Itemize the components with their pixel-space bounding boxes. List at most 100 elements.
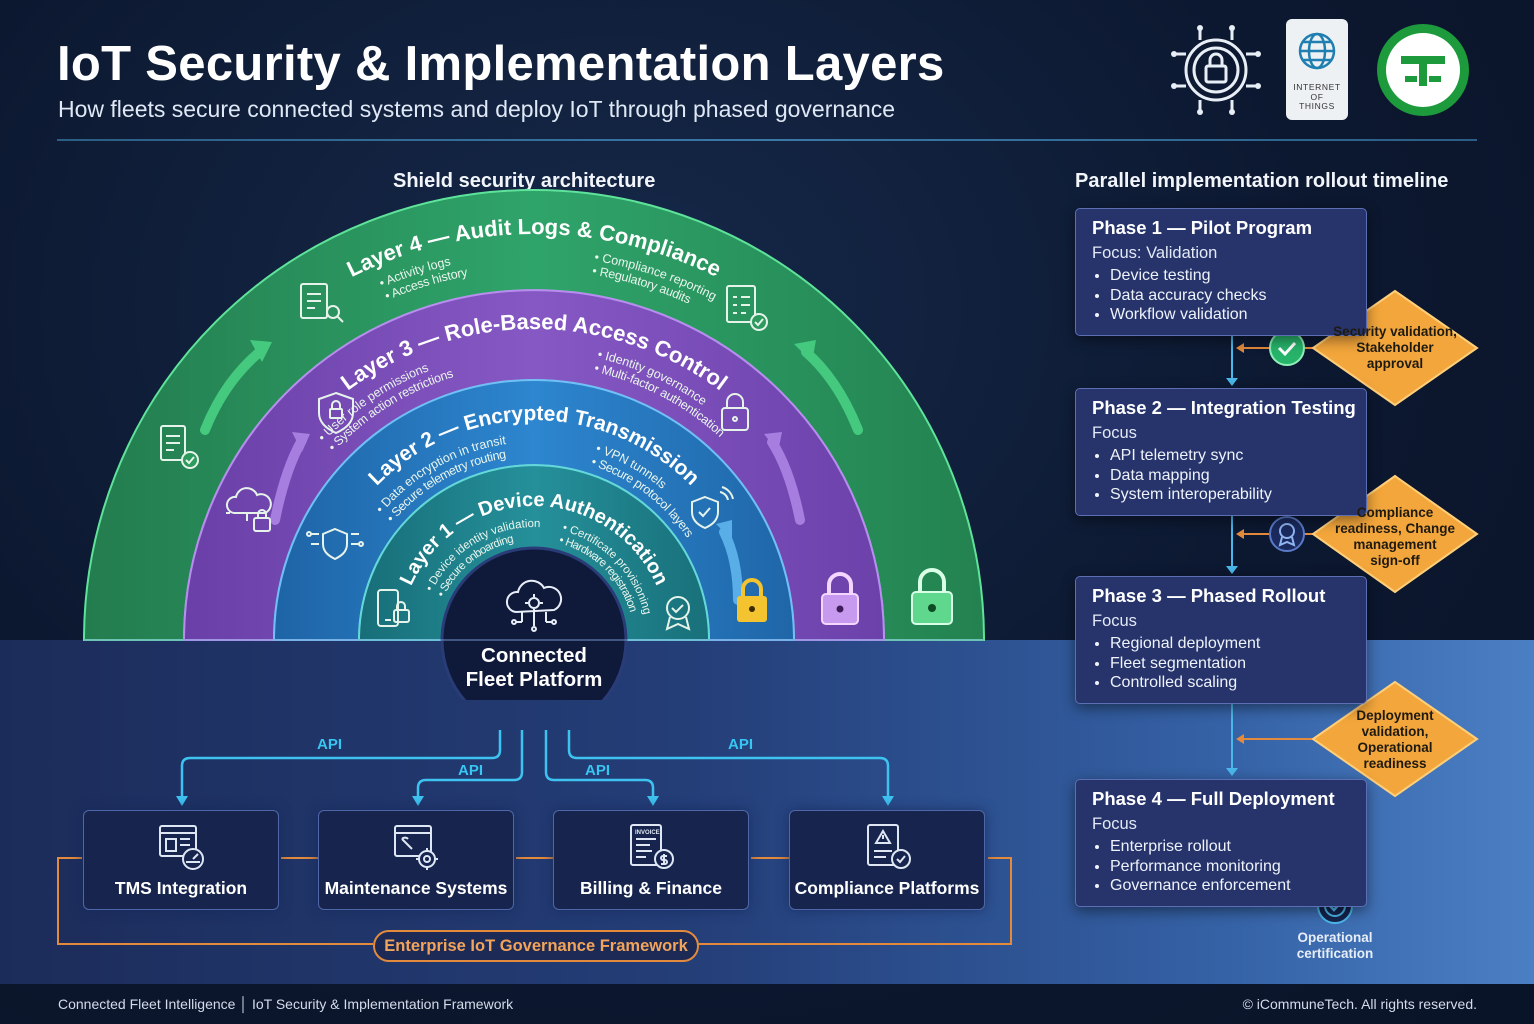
connector-tms [180,730,502,798]
arrowhead-icon [764,432,782,452]
connector-compliance [567,730,890,798]
operational-certification-label: Operational certification [1280,930,1390,962]
gate-3-label: Deployment validation, Operational readi… [1330,708,1460,772]
phase-3-card[interactable]: Phase 3 — Phased Rollout Focus Regional … [1075,576,1367,704]
phase-title: Phase 4 — Full Deployment [1092,788,1335,809]
phase-item: Data accuracy checks [1110,286,1366,306]
invoice-dollar-icon: INVOICE [630,824,674,869]
padlock-icon [737,578,767,622]
phase-item: Controlled scaling [1110,673,1366,693]
gate-line: readiness, Change [1334,521,1456,536]
phase-2-card[interactable]: Phase 2 — Integration Testing Focus API … [1075,388,1367,516]
phase-item: Device testing [1110,266,1366,286]
gate-line: Compliance [1356,505,1434,520]
phase-4-card[interactable]: Phase 4 — Full Deployment Focus Enterpri… [1075,779,1367,907]
api-label: API [317,736,343,753]
api-label: API [585,762,611,779]
phase-focus: Focus [1092,815,1137,833]
compliance-platforms-card[interactable]: Compliance Platforms [789,810,985,910]
timeline-section-title: Parallel implementation rollout timeline [1075,170,1449,192]
api-label: API [458,762,484,779]
billing-finance-card[interactable]: INVOICE Billing & Finance [553,810,749,910]
integration-connectors [57,730,1012,945]
gate-diamond-3 [1311,680,1479,798]
arrowhead-icon [250,340,272,362]
arrowhead-icon [1236,343,1244,353]
phase-item: Fleet segmentation [1110,654,1366,674]
arrowhead-icon [1236,529,1244,539]
check-circle-icon [1269,330,1305,366]
padlock-icon [911,568,953,625]
arrowhead-icon [412,796,424,806]
circuit-lock-icon [1171,25,1261,115]
phase-item: Workflow validation [1110,305,1366,325]
cert-line: Operational [1297,930,1373,945]
gate-line: Security validation, [1333,324,1457,339]
shield-diagram: Layer 4 — Audit Logs & Compliance Layer … [82,189,986,700]
footer-copyright: © iCommuneTech. All rights reserved. [1242,996,1477,1012]
cert-line: certification [1296,946,1374,961]
iot-badge: INTERNET OF THINGS [1286,19,1348,120]
maintenance-systems-card[interactable]: Maintenance Systems [318,810,514,910]
hub-label-line: Fleet Platform [465,668,603,691]
arrowhead-icon [1226,378,1238,386]
layer-3-arrow-left [270,435,307,525]
card-label: Maintenance Systems [324,878,508,898]
gate-line: management [1353,537,1437,552]
gate-line: validation, [1361,724,1429,739]
invoice-text: INVOICE [635,830,660,836]
cloud-lock-icon [225,487,272,532]
card-label: Billing & Finance [580,878,722,898]
gate-line: Deployment [1356,708,1434,723]
phase-1-card[interactable]: Phase 1 — Pilot Program Focus: Validatio… [1075,208,1367,336]
phase-item: Regional deployment [1110,634,1366,654]
page-subtitle: How fleets secure connected systems and … [58,96,896,122]
document-check-icon [160,425,199,469]
arrowhead-icon [1226,566,1238,574]
layer-2-arrow-right [719,527,743,605]
dashboard-gauge-icon [159,825,204,870]
tms-integration-card[interactable]: TMS Integration [83,810,279,910]
phase-item: Governance enforcement [1110,876,1366,896]
badge-check-icon [665,596,691,631]
wrench-gear-icon [394,825,438,870]
phase-item: Performance monitoring [1110,857,1366,877]
document-search-icon [300,283,344,323]
phase-focus: Focus [1092,612,1137,630]
phase-item: Enterprise rollout [1110,837,1366,857]
gate-2-label: Compliance readiness, Change management … [1330,505,1460,569]
phase-item: Data mapping [1110,466,1366,486]
card-label: TMS Integration [114,878,248,898]
iot-badge-line: THINGS [1299,101,1335,111]
gate-line: sign-off [1370,553,1420,568]
phase-item: System interoperability [1110,485,1366,505]
gate-line: Stakeholder [1356,340,1434,355]
shield-section-title: Shield security architecture [393,170,656,192]
badge-seal-icon [1269,516,1305,552]
governance-bracket [57,857,1012,945]
layer-4-arrow-left [200,345,267,435]
hub-label: Connected Fleet Platform [444,644,624,692]
arrowhead-icon [1226,768,1238,776]
shield-wifi-icon [691,486,734,530]
arrowhead-icon [794,340,816,362]
iot-badge-line: INTERNET [1293,82,1341,92]
arrowhead-icon [176,796,188,806]
phase-title: Phase 3 — Phased Rollout [1092,585,1326,606]
phase-title: Phase 2 — Integration Testing [1092,397,1356,418]
governance-framework-label: Enterprise IoT Governance Framework [373,930,699,962]
arrowhead-icon [882,796,894,806]
arrowhead-icon [716,520,732,540]
document-check-icon [867,824,911,869]
phase-focus: Focus: Validation [1092,244,1218,262]
device-lock-icon [377,589,410,627]
gate-line: Operational [1357,740,1433,755]
phase-focus: Focus [1092,424,1137,442]
gate-line: approval [1366,356,1424,371]
checklist-icon [726,285,768,331]
arrowhead-icon [292,432,310,452]
api-label: API [728,736,754,753]
footer-left: Connected Fleet Intelligence │ IoT Secur… [58,996,514,1012]
cloud-gear-icon [506,579,563,632]
iot-badge-line: OF [1310,91,1324,102]
